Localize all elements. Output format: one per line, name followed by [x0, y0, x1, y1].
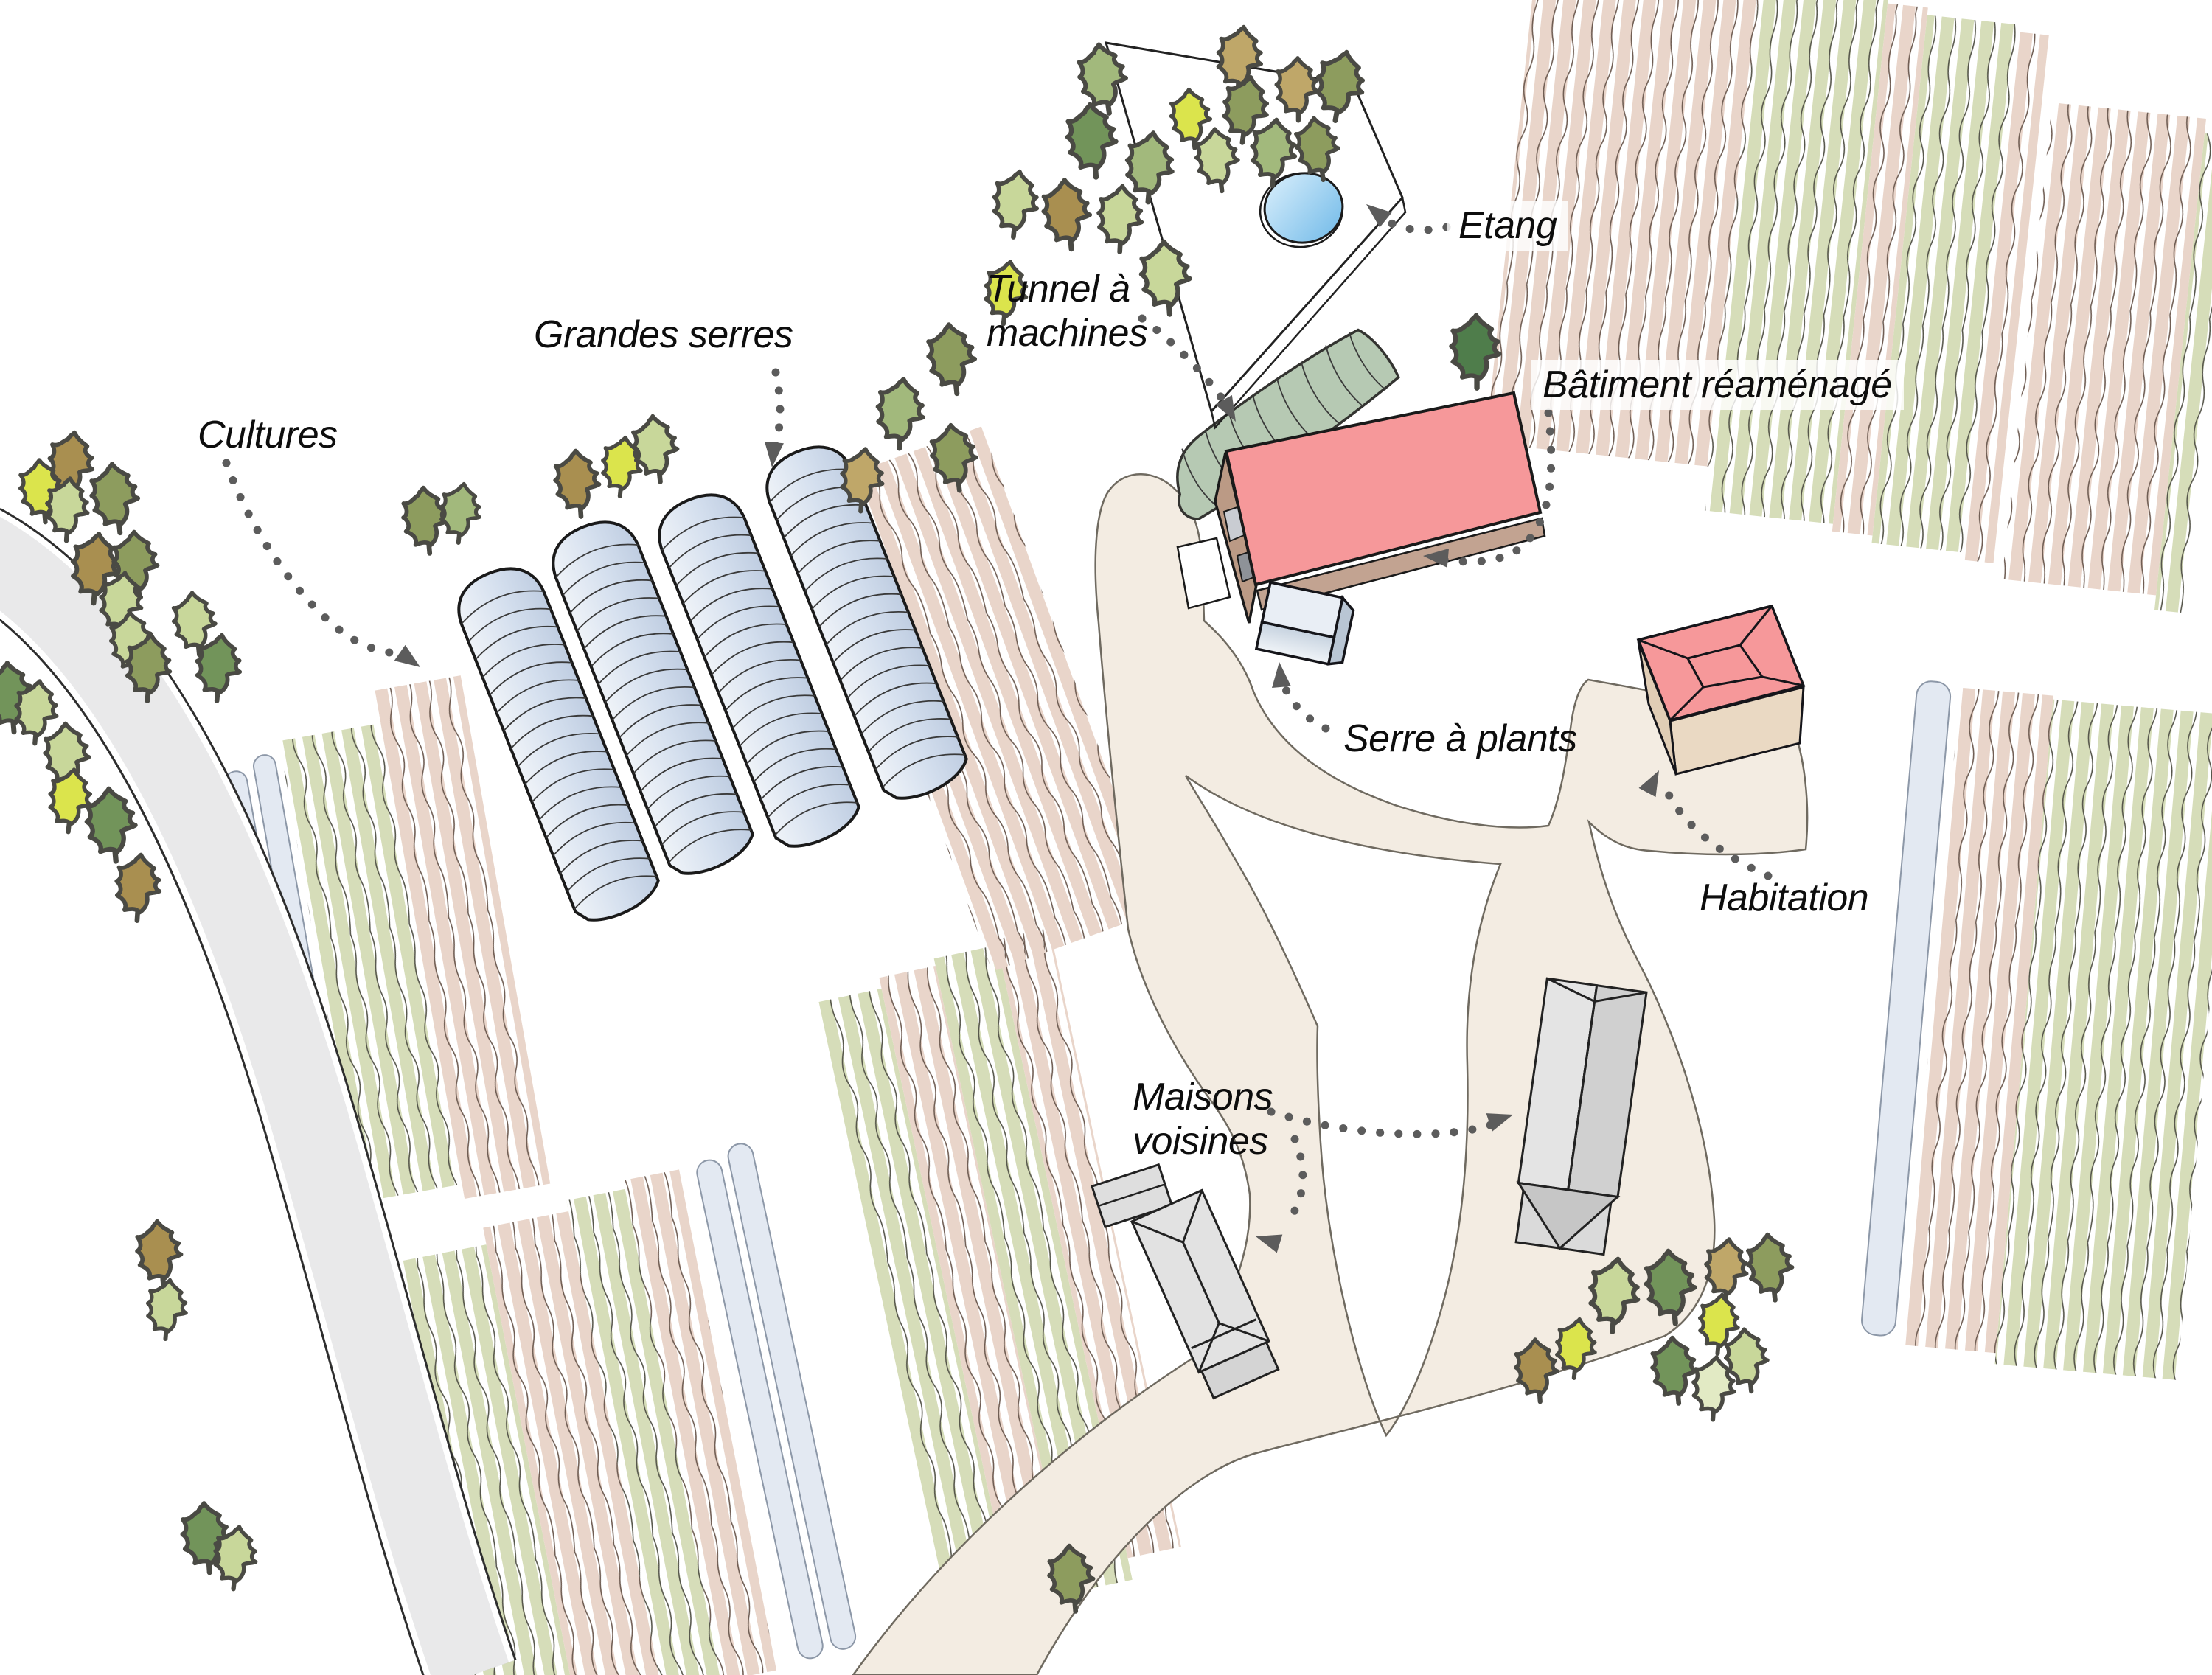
arrow-etang: [1379, 215, 1451, 234]
label-serre-plants: Serre à plants: [1343, 717, 1577, 761]
label-serre-plants-text: Serre à plants: [1343, 717, 1577, 760]
crop-rows-pink: [1485, 0, 1761, 467]
crop-rows-pink: [1962, 32, 2049, 563]
arrow-serre-plants: [1277, 672, 1330, 733]
habitation-roof-hips: [1638, 605, 1804, 722]
label-tunnel-line1: Tunnel à: [987, 268, 1130, 310]
label-maisons-line1: Maisons: [1133, 1076, 1273, 1118]
plant-greenhouse: [1254, 580, 1355, 666]
tree-icon: [1041, 178, 1093, 251]
label-maisons: Maisons voisines: [1133, 1075, 1273, 1164]
label-cultures: Cultures: [198, 413, 338, 457]
crop-rows-green: [818, 988, 1022, 1662]
label-cultures-text: Cultures: [198, 414, 338, 456]
tree-icon: [1451, 316, 1499, 389]
neighbor-house-right: [1514, 977, 1648, 1256]
annotation-arrows: [222, 196, 1773, 1253]
crop-rows-pink: [483, 1211, 662, 1675]
crop-rows-pink: [815, 426, 1159, 972]
arrow-tunnel: [1138, 314, 1234, 414]
arrow-cultures: [222, 459, 414, 664]
arrow-grandes-serres: [770, 368, 785, 456]
field-right-of-greenhouses: [815, 426, 1159, 972]
crop-rows-green: [933, 944, 1133, 1593]
tree-icon: [875, 377, 925, 450]
arrow-maison-left: [1284, 1135, 1307, 1225]
crop-rows-green: [566, 1188, 722, 1675]
label-etang-text: Etang: [1458, 204, 1557, 247]
tree-icon: [1650, 1336, 1699, 1405]
habitation-house: [1636, 604, 1806, 776]
tree-icon: [88, 462, 141, 535]
tree-icon: [145, 1278, 188, 1340]
pond: [1259, 172, 1344, 248]
tree-icon: [1745, 1233, 1795, 1303]
tree-icon: [84, 787, 138, 863]
tree-icon: [990, 169, 1040, 239]
tree-icon: [630, 414, 681, 484]
main-building: [1176, 391, 1546, 624]
tree-icon: [438, 482, 483, 545]
field-bottom-left: [394, 1169, 777, 1675]
label-etang: Etang: [1447, 201, 1569, 251]
tree-icon: [114, 853, 162, 922]
neighbor-house-left: [1091, 1163, 1280, 1400]
tree-icon: [135, 1219, 184, 1289]
tree-icon: [1096, 185, 1143, 253]
crop-rows-green: [1994, 699, 2212, 1380]
crop-rows-pink: [1902, 687, 2053, 1354]
arrow-habitation: [1660, 783, 1773, 880]
crop-rows-pink: [2002, 102, 2207, 596]
field-bottom-middle: [818, 927, 1181, 1662]
label-habitation-text: Habitation: [1700, 877, 1869, 919]
crop-rows-pink: [879, 966, 1074, 1627]
label-grandes-serres: Grandes serres: [534, 313, 793, 357]
crop-rows-green: [394, 1244, 577, 1675]
crop-rows-green: [2154, 133, 2212, 613]
field-top-right-1: [1485, 0, 2049, 563]
field-top-right-2: [2002, 102, 2212, 613]
tree-icon: [925, 322, 978, 396]
label-batiment: Bâtiment réaménagé: [1531, 360, 1904, 411]
water-strips-center: [696, 1143, 857, 1660]
label-tunnel: Tunnel à machines: [987, 267, 1148, 356]
label-grandes-serres-text: Grandes serres: [534, 313, 793, 356]
label-batiment-text: Bâtiment réaménagé: [1543, 363, 1892, 406]
field-east: [1861, 680, 2212, 1380]
arrow-maison-right: [1267, 1107, 1501, 1138]
building-roof: [1224, 391, 1543, 587]
label-tunnel-line2: machines: [987, 312, 1148, 355]
road: [0, 507, 517, 1675]
crop-rows-pink: [624, 1169, 777, 1675]
crop-rows-pink: [375, 675, 551, 1199]
water-strip: [1861, 680, 1952, 1337]
tree-icon: [553, 450, 601, 518]
crop-rows-green: [279, 722, 462, 1202]
label-maisons-line2: voisines: [1133, 1120, 1268, 1163]
building-fascia: [1256, 517, 1546, 611]
building-ramp: [1176, 537, 1231, 610]
crop-rows-green: [1871, 15, 2020, 553]
label-habitation: Habitation: [1700, 876, 1869, 920]
